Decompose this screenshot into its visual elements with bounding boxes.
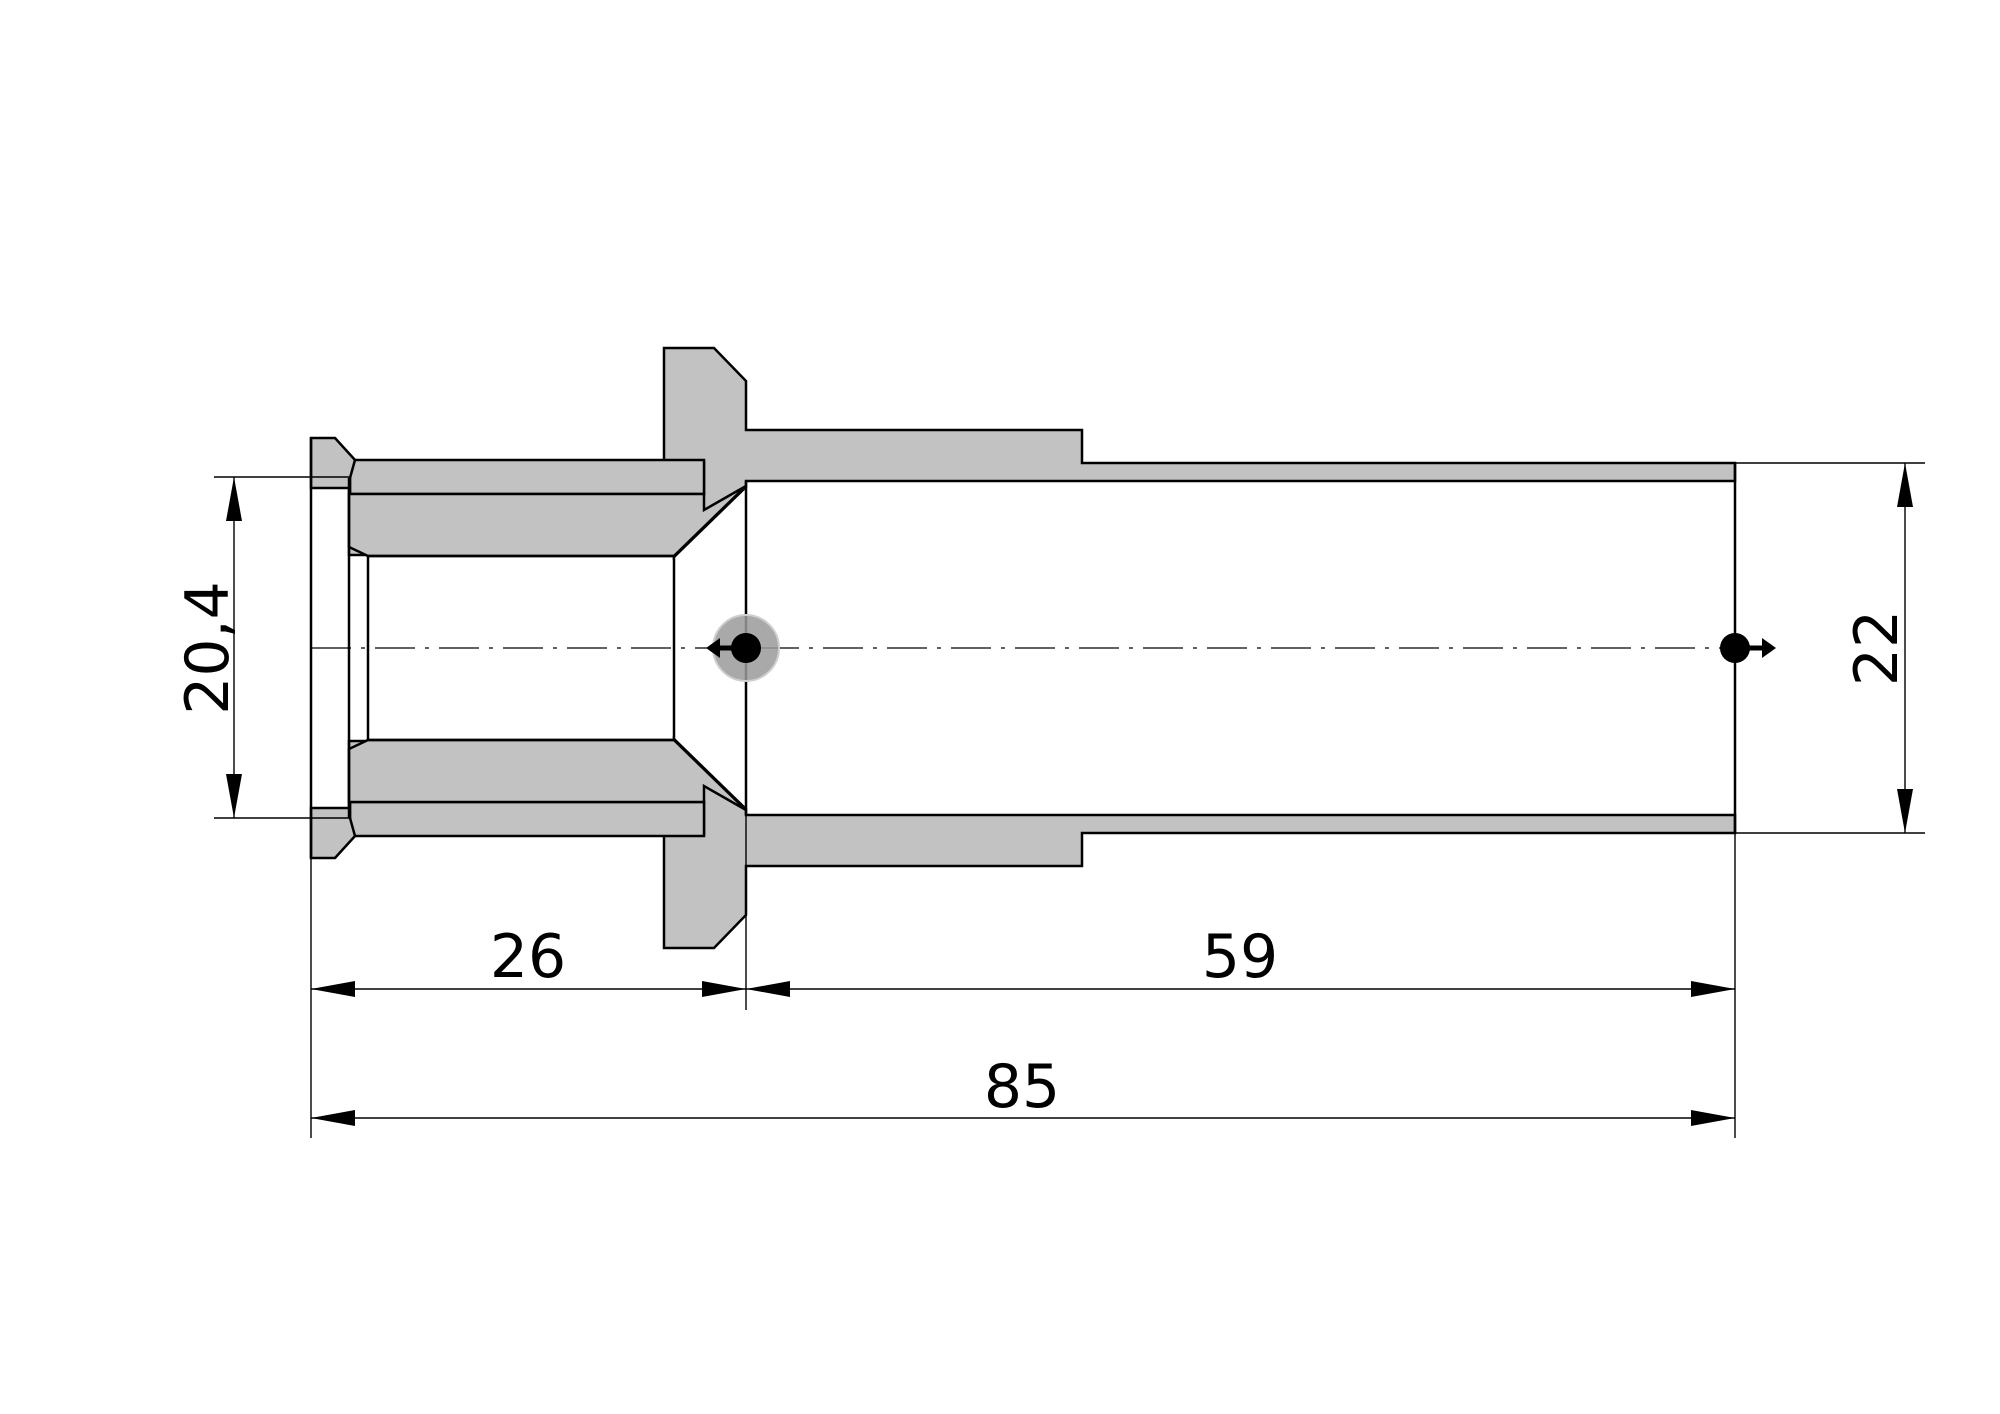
dimension-overall: 85 <box>311 1052 1735 1126</box>
upper-sleeve-section <box>333 438 706 496</box>
dim-label-85: 85 <box>984 1052 1060 1122</box>
cone-upper-edge <box>673 485 747 557</box>
connection-marker-left <box>706 614 780 682</box>
cone-lower-edge <box>673 739 747 811</box>
dim-label-22: 22 <box>1842 610 1912 686</box>
dim-label-26: 26 <box>490 922 566 992</box>
lower-sleeve-section <box>333 800 706 858</box>
upper-body-section <box>662 346 1737 560</box>
dim-label-59: 59 <box>1202 922 1278 992</box>
lower-body-section <box>662 736 1737 950</box>
connection-marker-right <box>1720 633 1776 663</box>
dimension-left-diameter: 20,4 <box>173 476 350 819</box>
dimension-right-diameter: 22 <box>1735 462 1925 834</box>
dimension-segments: 26 59 <box>310 815 1736 1138</box>
part-section <box>309 346 1737 950</box>
dim-label-20-4: 20,4 <box>173 581 243 715</box>
